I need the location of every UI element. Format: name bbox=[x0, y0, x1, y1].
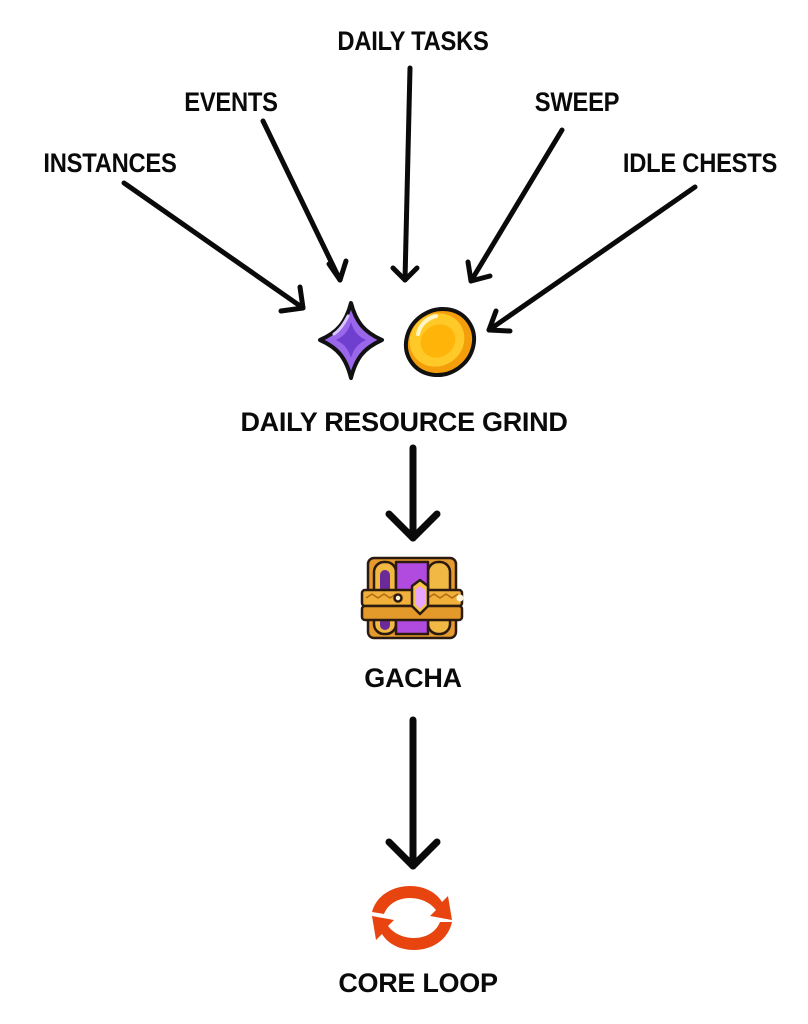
source-label-idle-chests: IDLE CHESTS bbox=[622, 148, 778, 178]
node-label-core-loop: CORE LOOP bbox=[338, 968, 498, 998]
treasure-chest-icon bbox=[360, 556, 464, 640]
arrow-sweep-to-grind bbox=[465, 127, 565, 284]
source-label-sweep: SWEEP bbox=[534, 87, 620, 117]
purple-gem-icon bbox=[318, 301, 384, 380]
source-label-events: EVENTS bbox=[184, 87, 278, 117]
gold-coin-icon bbox=[403, 306, 477, 378]
node-label-gacha: GACHA bbox=[364, 663, 462, 693]
arrow-idle-chests-to-grind bbox=[486, 184, 698, 334]
arrow-daily-tasks-to-grind bbox=[390, 65, 420, 283]
arrow-gacha-to-core-loop bbox=[385, 716, 441, 870]
node-label-daily-resource-grind: DAILY RESOURCE GRIND bbox=[240, 407, 568, 437]
source-label-instances: INSTANCES bbox=[43, 148, 177, 178]
refresh-cycle-icon bbox=[372, 886, 452, 950]
arrow-grind-to-gacha bbox=[385, 444, 441, 542]
source-label-daily-tasks: DAILY TASKS bbox=[337, 26, 489, 56]
arrow-instances-to-grind bbox=[121, 180, 306, 314]
arrow-events-to-grind bbox=[260, 118, 349, 283]
